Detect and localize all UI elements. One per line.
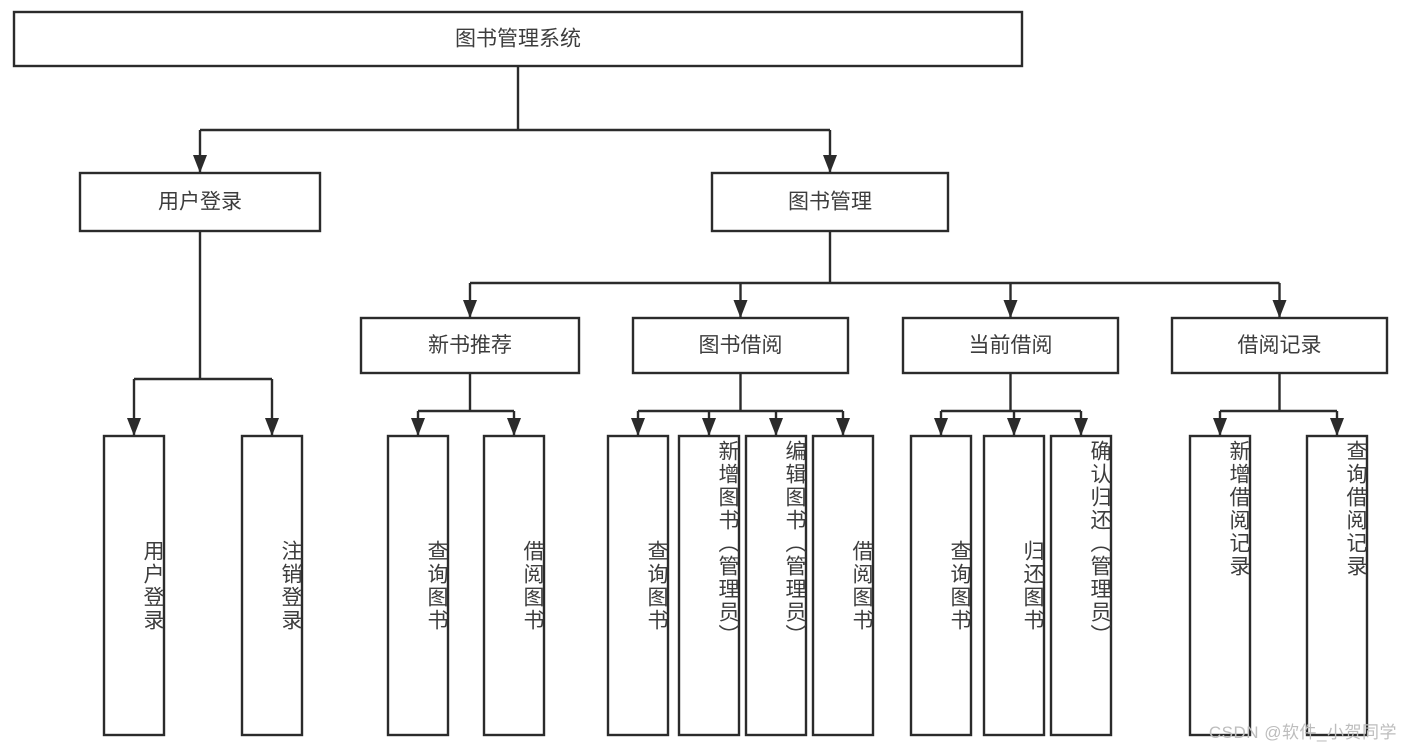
- node-label-book-manage: 图书管理: [788, 191, 872, 214]
- csdn-watermark: CSDN @软件_小贺同学: [1208, 723, 1397, 742]
- arrow-head-current-borrow-to-leaf-query-book-3: [934, 418, 948, 436]
- node-box-leaf-user-login[interactable]: [102, 434, 166, 737]
- node-box-leaf-query-book-3[interactable]: [909, 434, 973, 737]
- node-box-leaf-borrow-book-1[interactable]: [482, 434, 546, 737]
- arrow-head-user-login-to-leaf-user-login: [127, 418, 141, 436]
- node-box-user-login[interactable]: [78, 171, 322, 233]
- node-box-leaf-borrow-book-2[interactable]: [811, 434, 875, 737]
- arrow-head-user-login-to-leaf-user-logout: [265, 418, 279, 436]
- arrow-head-book-manage-to-borrow-record: [1272, 300, 1287, 318]
- arrow-head-book-manage-to-new-book-recommend: [463, 300, 477, 318]
- node-box-leaf-return-book[interactable]: [982, 434, 1046, 737]
- arrow-head-book-borrow-to-leaf-borrow-book-2: [836, 418, 850, 436]
- arrow-head-book-borrow-to-leaf-edit-book: [769, 418, 783, 436]
- node-box-leaf-confirm-return[interactable]: [1049, 434, 1113, 737]
- node-box-borrow-record[interactable]: [1170, 316, 1389, 375]
- node-label-new-book-recommend: 新书推荐: [428, 334, 512, 357]
- node-box-root[interactable]: [12, 10, 1024, 68]
- arrow-head-root-to-book-manage: [823, 155, 837, 173]
- arrow-head-current-borrow-to-leaf-return-book: [1007, 418, 1021, 436]
- node-label-current-borrow: 当前借阅: [969, 334, 1053, 357]
- node-box-leaf-add-book[interactable]: [677, 434, 741, 737]
- node-box-leaf-add-borrow-record[interactable]: [1188, 434, 1252, 737]
- node-box-leaf-query-borrow-record[interactable]: [1305, 434, 1369, 737]
- arrow-head-borrow-record-to-leaf-add-borrow-record: [1213, 418, 1227, 436]
- arrow-head-book-borrow-to-leaf-query-book-2: [631, 418, 645, 436]
- node-box-book-manage[interactable]: [710, 171, 950, 233]
- arrow-head-current-borrow-to-leaf-confirm-return: [1074, 418, 1088, 436]
- arrow-head-new-book-recommend-to-leaf-borrow-book-1: [507, 418, 521, 436]
- node-label-root: 图书管理系统: [455, 28, 581, 51]
- node-box-current-borrow[interactable]: [901, 316, 1120, 375]
- node-box-new-book-recommend[interactable]: [359, 316, 581, 375]
- node-box-leaf-query-book-2[interactable]: [606, 434, 670, 737]
- node-box-book-borrow[interactable]: [631, 316, 850, 375]
- node-box-leaf-edit-book[interactable]: [744, 434, 808, 737]
- node-label-user-login: 用户登录: [158, 191, 242, 214]
- arrow-head-book-manage-to-current-borrow: [1003, 300, 1018, 318]
- arrow-head-book-borrow-to-leaf-add-book: [702, 418, 716, 436]
- node-box-layer: [12, 10, 1389, 737]
- node-box-leaf-user-logout[interactable]: [240, 434, 304, 737]
- connector-layer: [127, 66, 1344, 436]
- node-box-leaf-query-book-1[interactable]: [386, 434, 450, 737]
- arrow-head-borrow-record-to-leaf-query-borrow-record: [1330, 418, 1344, 436]
- arrow-head-root-to-user-login: [193, 155, 207, 173]
- node-label-book-borrow: 图书借阅: [699, 334, 783, 357]
- arrow-head-new-book-recommend-to-leaf-query-book-1: [411, 418, 425, 436]
- node-label-borrow-record: 借阅记录: [1238, 334, 1322, 357]
- arrow-head-book-manage-to-book-borrow: [733, 300, 748, 318]
